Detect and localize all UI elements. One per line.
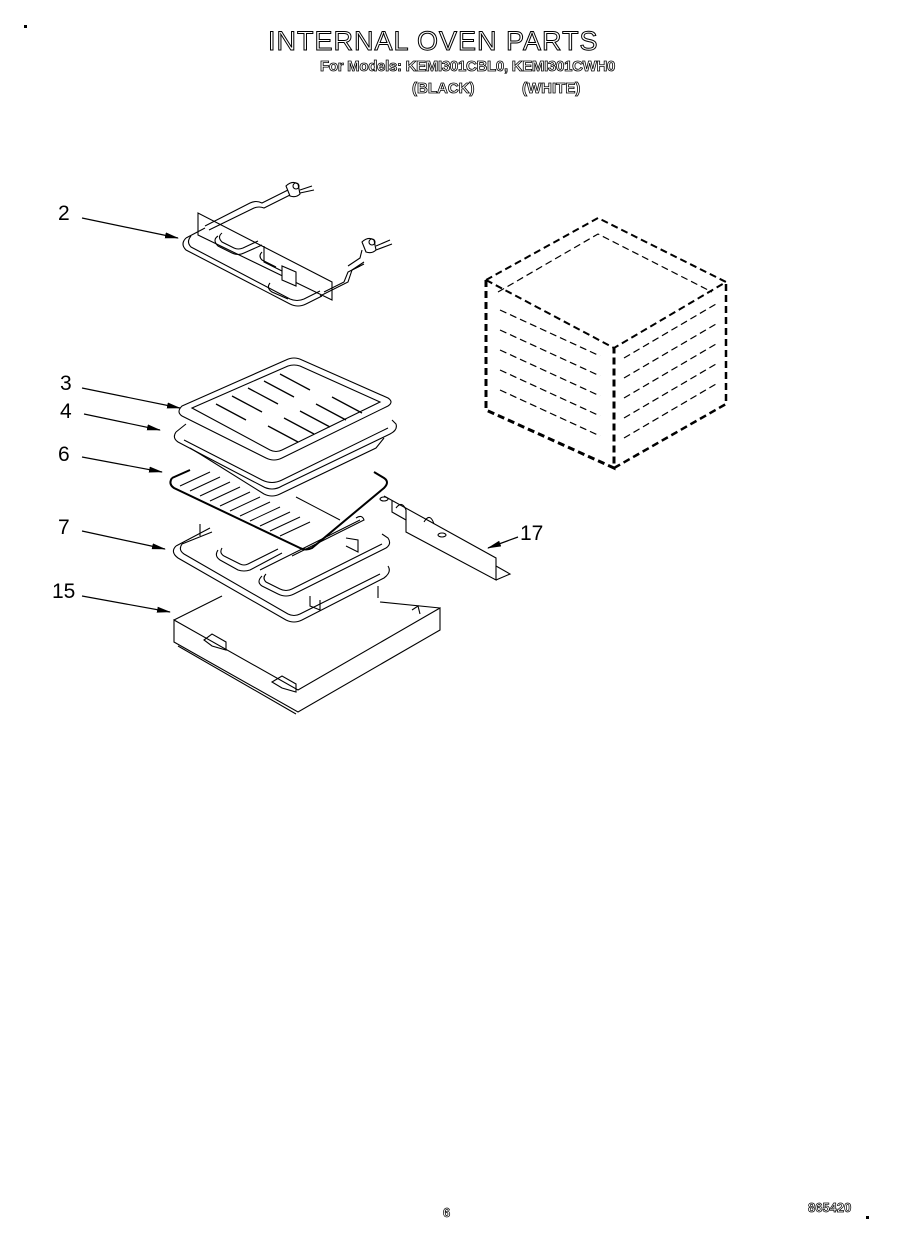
scan-speck (24, 25, 27, 28)
lower-heating-element-drawing (172, 515, 391, 623)
callout-4: 4 (60, 400, 72, 423)
page-title: INTERNAL OVEN PARTS (268, 26, 599, 57)
color-label-white: (WHITE) (522, 80, 581, 98)
callout-2: 2 (58, 202, 70, 225)
bottom-tray-drawing (173, 595, 441, 715)
upper-heating-element-drawing (182, 181, 393, 307)
oven-cavity-drawing (483, 216, 729, 471)
callout-15: 15 (52, 580, 76, 603)
broiler-pan-drawing (173, 419, 397, 497)
rack-bracket-drawing (379, 495, 512, 581)
callout-7: 7 (58, 516, 70, 539)
callout-6: 6 (58, 443, 70, 466)
oven-rack-drawing (169, 469, 388, 551)
models-line: For Models: KEMI301CBL0, KEMI301CWH0 (320, 58, 616, 76)
leader-lines (81, 217, 519, 613)
callout-3: 3 (60, 372, 72, 395)
doc-code: 865420 (808, 1200, 852, 1216)
scan-speck-footer (866, 1216, 869, 1219)
page-number: 6 (443, 1205, 451, 1221)
callout-17: 17 (520, 522, 544, 545)
color-label-black: (BLACK) (412, 80, 475, 98)
broiler-grid-drawing (178, 357, 392, 461)
